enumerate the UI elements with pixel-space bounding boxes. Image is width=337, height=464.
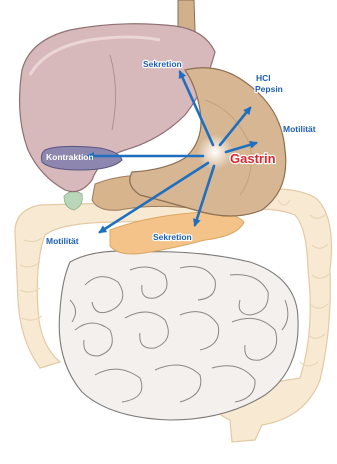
label-motilitaet-left: Motilität bbox=[46, 236, 79, 246]
small-intestine bbox=[59, 251, 298, 420]
label-hcl: HCl bbox=[256, 73, 271, 83]
label-motilitaet-right: Motilität bbox=[283, 124, 316, 134]
label-kontraktion: Kontraktion bbox=[46, 152, 94, 162]
label-gastrin: Gastrin bbox=[230, 151, 276, 166]
label-sekretion-bottom: Sekretion bbox=[153, 232, 192, 242]
label-pepsin: Pepsin bbox=[255, 84, 283, 94]
label-sekretion-top: Sekretion bbox=[143, 59, 182, 69]
